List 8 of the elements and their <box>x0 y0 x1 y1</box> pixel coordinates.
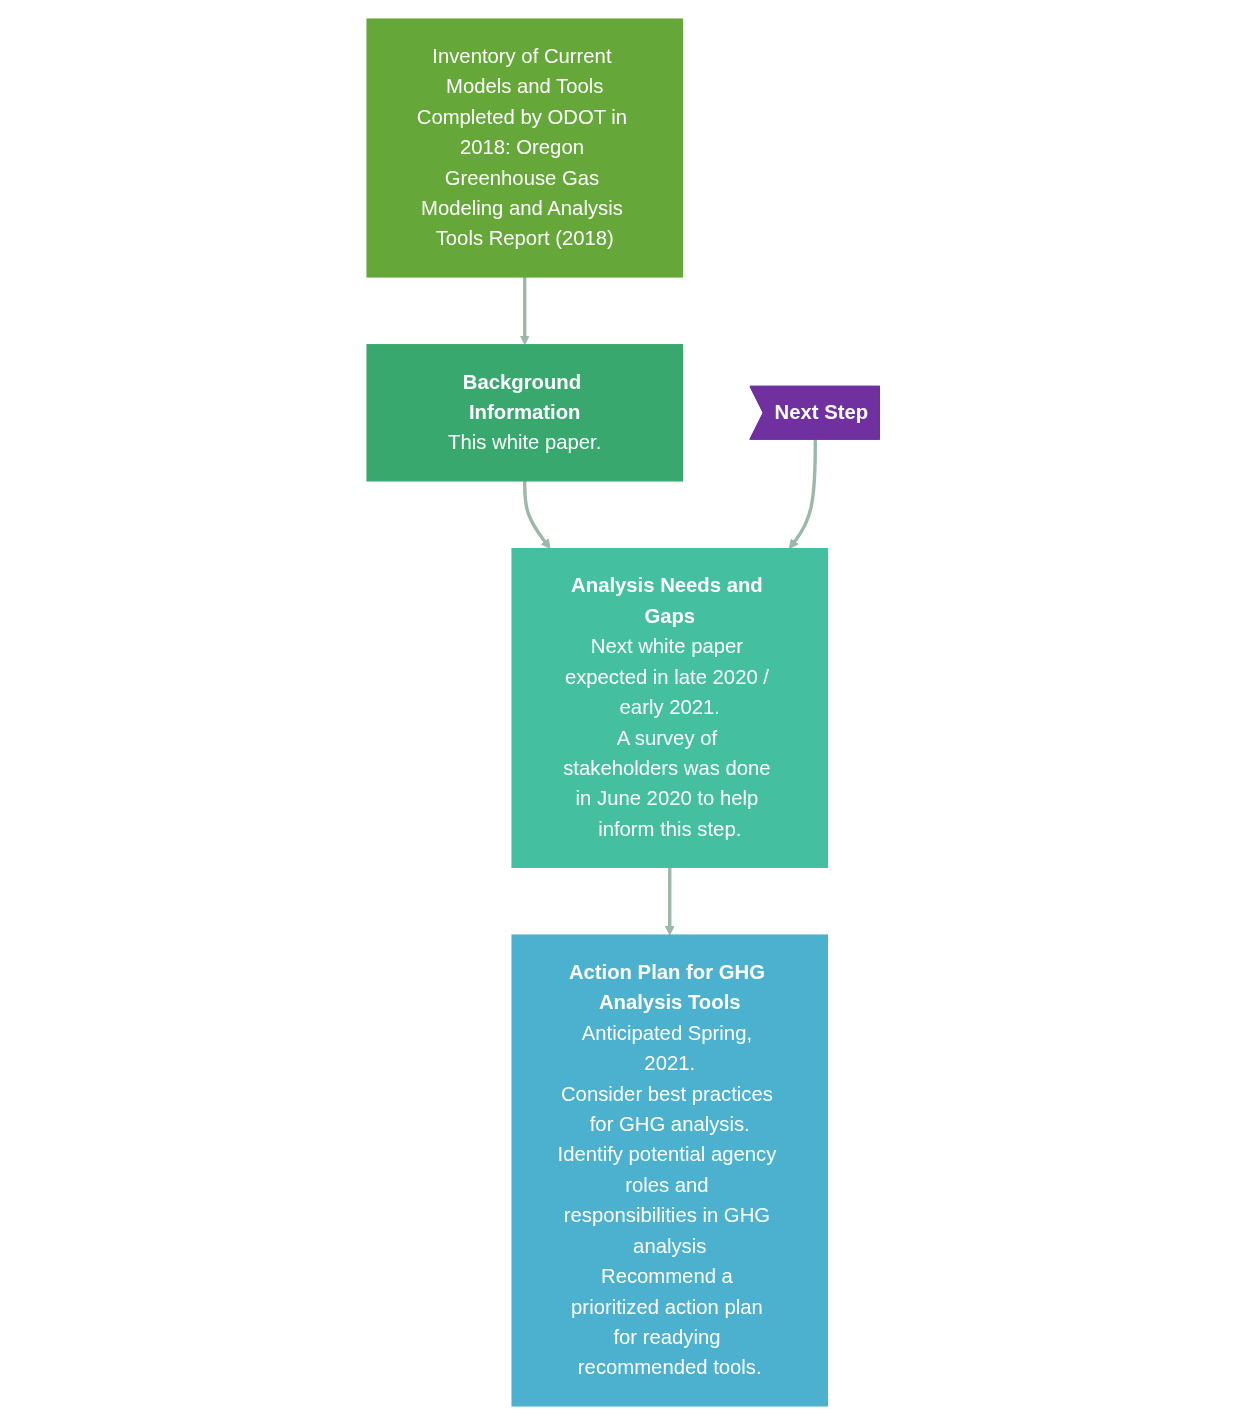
node-box: Analysis Needs and Gaps Next white paper expected in late 2020 / early 2021. A survey of stakeholders was done in June 2020 to help inform this step. <box>511 548 828 868</box>
node-box: Action Plan for GHG Analysis Tools Anticipated Spring, 2021. Consider best practices for GHG analysis. Identify potential agency roles and responsibilities in GHG analysis Recommend a prioritized action plan for readying recommended tools. <box>511 934 828 1407</box>
arrow <box>522 480 551 549</box>
node-box: Inventory of Current Models and Tools Completed by ODOT in 2018: Oregon Greenhouse Gas Modeling and Analysis Tools Report (2018) <box>366 18 683 278</box>
arrow <box>519 277 530 346</box>
node-box: Background Information This white paper. <box>366 344 683 482</box>
arrow <box>664 867 675 936</box>
arrow <box>788 439 817 549</box>
